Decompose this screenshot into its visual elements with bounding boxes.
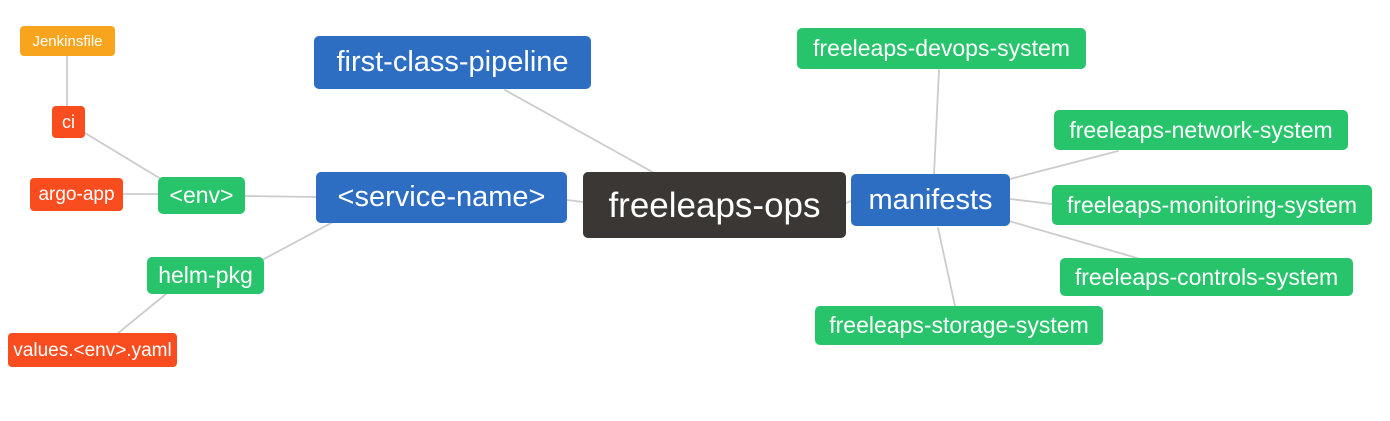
node-controls-system[interactable]: freeleaps-controls-system: [1060, 258, 1353, 296]
node-first-class-pipeline[interactable]: first-class-pipeline: [314, 36, 591, 89]
edge-ops-manifests: [845, 200, 852, 204]
edge-helm-pkg-service-name: [263, 221, 334, 260]
node-storage-system[interactable]: freeleaps-storage-system: [815, 306, 1103, 345]
node-devops-system[interactable]: freeleaps-devops-system: [797, 28, 1086, 69]
edge-ci-env: [84, 132, 162, 180]
node-values-env-yaml[interactable]: values.<env>.yaml: [8, 333, 177, 367]
edge-manifests-network: [1009, 150, 1119, 180]
node-helm-pkg[interactable]: helm-pkg: [147, 257, 264, 294]
node-jenkinsfile[interactable]: Jenkinsfile: [20, 26, 115, 56]
node-argo-app[interactable]: argo-app: [30, 178, 123, 211]
node-ci[interactable]: ci: [52, 106, 85, 138]
edge-service-name-ops: [566, 199, 584, 203]
edge-manifests-controls: [1008, 220, 1138, 259]
node-monitoring-system[interactable]: freeleaps-monitoring-system: [1052, 185, 1372, 225]
edge-env-service-name: [244, 195, 317, 198]
node-freeleaps-ops[interactable]: freeleaps-ops: [583, 172, 846, 238]
edge-manifests-monitoring: [1009, 198, 1053, 205]
edge-first-class-ops: [504, 89, 657, 175]
edge-manifests-devops: [933, 69, 940, 175]
edge-manifests-storage: [937, 227, 956, 307]
node-manifests[interactable]: manifests: [851, 174, 1010, 226]
node-env[interactable]: <env>: [158, 177, 245, 214]
node-service-name[interactable]: <service-name>: [316, 172, 567, 223]
edge-helm-pkg-values: [116, 293, 167, 335]
node-network-system[interactable]: freeleaps-network-system: [1054, 110, 1348, 150]
